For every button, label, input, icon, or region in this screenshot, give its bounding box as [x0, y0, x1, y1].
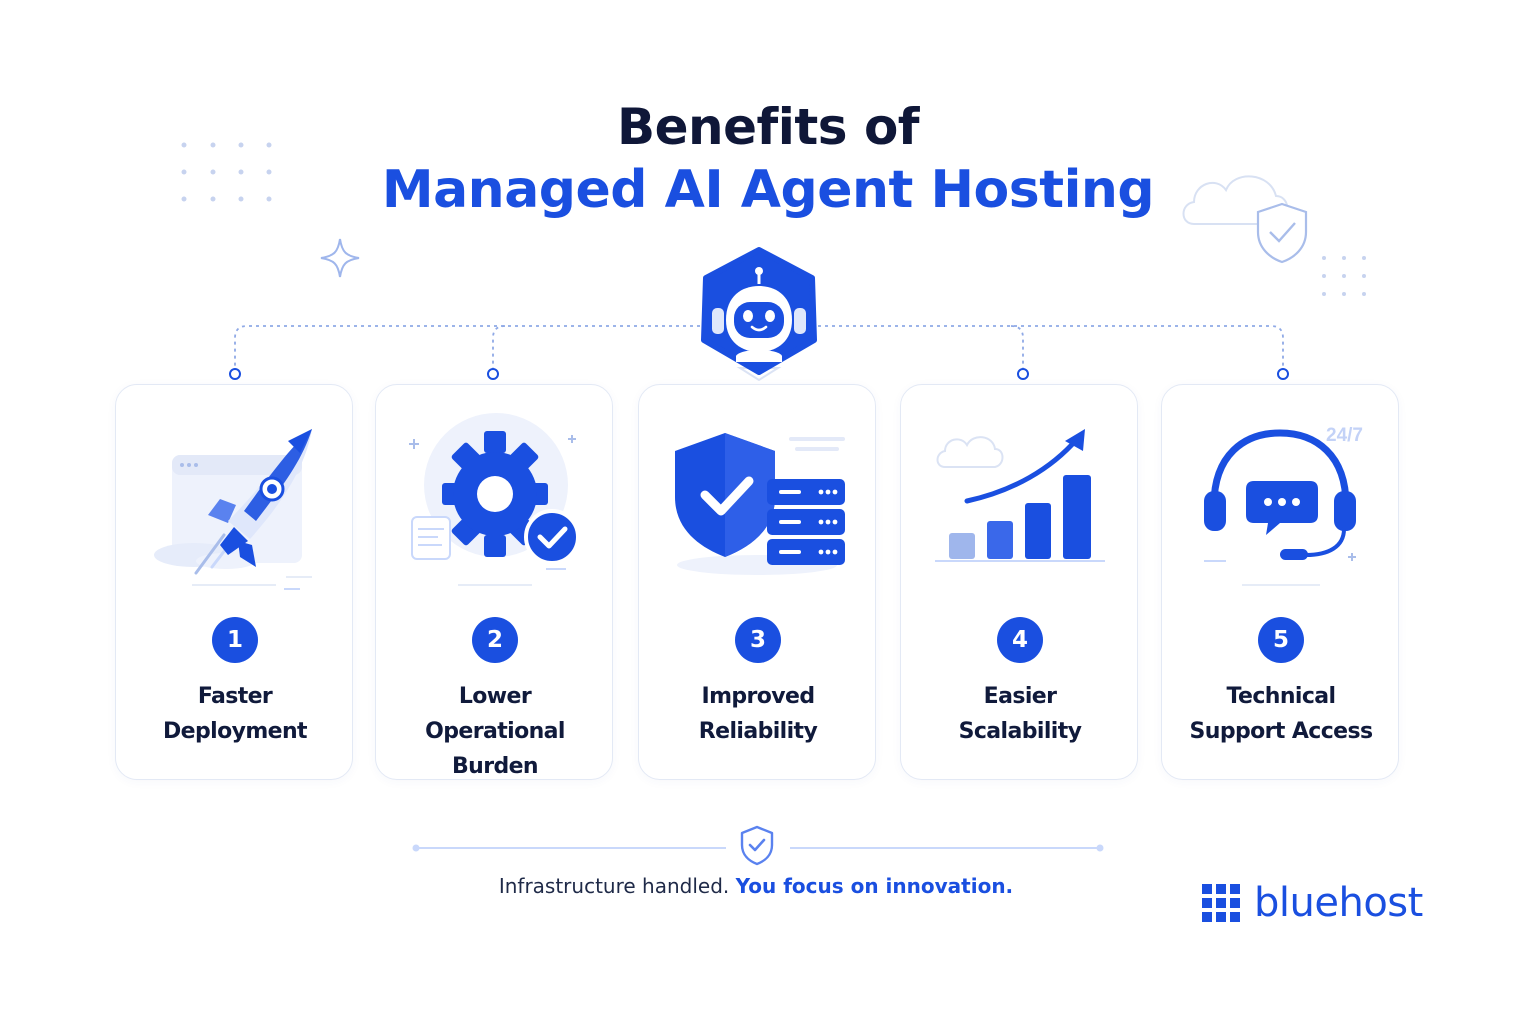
benefit-card-4: 4 Easier Scalability [900, 384, 1138, 780]
benefit-label: Technical Support Access [1166, 679, 1396, 749]
benefit-label-line1: Improved [701, 684, 815, 709]
benefit-number: 3 [735, 617, 781, 663]
tagline: Infrastructure handled. You focus on inn… [0, 874, 1512, 898]
dot-grid-right [1322, 256, 1366, 296]
sparkle-icon [320, 238, 360, 278]
tagline-part-2: You focus on innovation. [735, 874, 1014, 898]
benefit-label-line2: Operational Burden [425, 719, 565, 779]
benefit-card-1: 1 Faster Deployment [115, 384, 353, 780]
benefit-number: 1 [212, 617, 258, 663]
benefit-card-5: 24/7 5 Technical Support Access [1161, 384, 1399, 780]
cloud-shield-decoration [1182, 175, 1308, 264]
benefit-label-line2: Deployment [163, 719, 308, 744]
benefit-label-line1: Easier [983, 684, 1057, 709]
title-line-2: Managed AI Agent Hosting [381, 160, 1155, 220]
benefit-number: 4 [997, 617, 1043, 663]
benefit-card-2: 2 Lower Operational Burden [375, 384, 613, 780]
benefit-label-line2: Scalability [958, 719, 1082, 744]
robot-icon [701, 247, 817, 382]
grid-logo-icon [1202, 884, 1240, 922]
dot-grid-left [181, 142, 272, 202]
growth-chart-icon [935, 429, 1105, 562]
headset-chat-icon: 24/7 [1204, 425, 1363, 586]
benefit-label-line2: Support Access [1189, 719, 1374, 744]
benefit-label-line2: Reliability [698, 719, 818, 744]
brand-name: bluehost [1254, 880, 1423, 926]
tagline-part-1: Infrastructure handled. [498, 874, 730, 898]
gear-check-icon [409, 413, 580, 586]
title-line-1: Benefits of [616, 98, 920, 156]
benefit-card-3: 3 Improved Reliability [638, 384, 876, 780]
support-badge: 24/7 [1326, 425, 1363, 446]
bottom-divider [412, 844, 1104, 852]
benefit-label-line1: Faster [197, 684, 273, 709]
benefit-label-line1: Technical [1226, 684, 1337, 709]
connector-lines [229, 325, 1289, 380]
shield-server-icon [675, 433, 845, 575]
benefit-label: Improved Reliability [643, 679, 873, 749]
benefit-label-line1: Lower [458, 684, 532, 709]
shield-check-icon [740, 825, 774, 866]
benefit-label: Lower Operational Burden [380, 679, 610, 784]
benefit-number: 2 [472, 617, 518, 663]
rocket-icon [154, 429, 312, 590]
benefit-number: 5 [1258, 617, 1304, 663]
benefit-label: Easier Scalability [905, 679, 1135, 749]
benefit-label: Faster Deployment [120, 679, 350, 749]
